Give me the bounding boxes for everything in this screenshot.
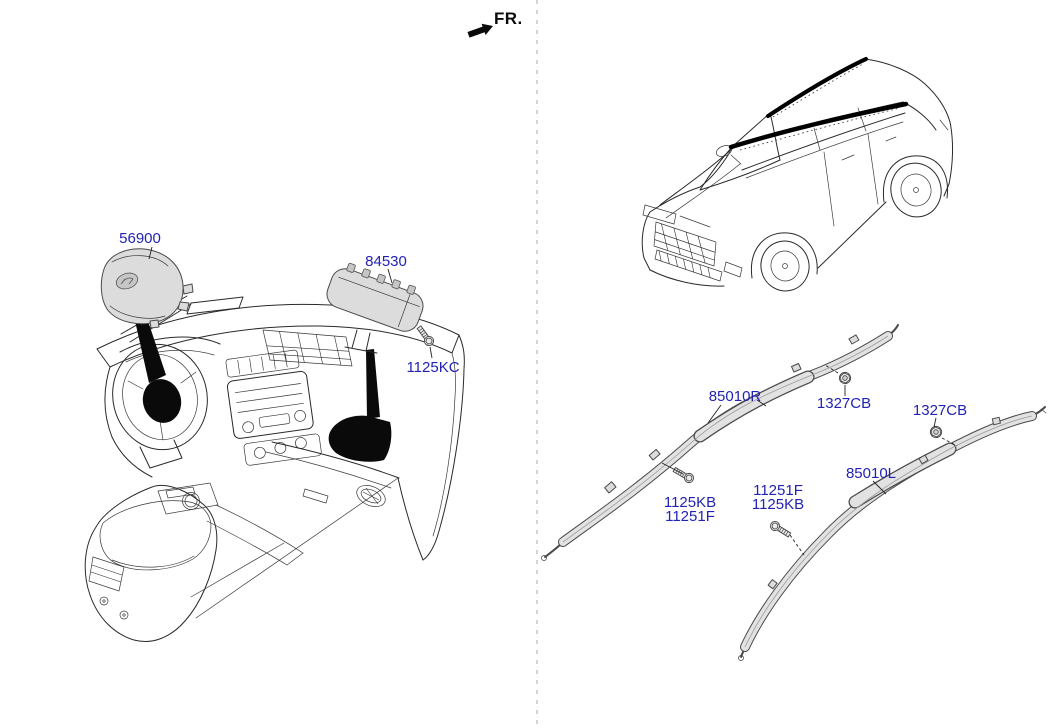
leader-85010r-tick xyxy=(756,399,767,407)
rear-wheel xyxy=(882,155,949,218)
passenger-airbag-leader-arrow xyxy=(366,349,380,419)
part-label-1327cb-front[interactable]: 1327CB xyxy=(817,395,871,412)
center-stack xyxy=(225,349,322,466)
leader-56900 xyxy=(148,246,153,260)
part-label-1125kc[interactable]: 1125KC xyxy=(406,359,459,376)
bolt-right-curtain-icon xyxy=(671,465,696,485)
hyundai-logo xyxy=(115,272,139,290)
driver-airbag-module xyxy=(100,248,194,329)
center-console xyxy=(84,482,304,642)
nut-1327cb-rear-icon xyxy=(928,424,944,440)
part-label-84530[interactable]: 84530 xyxy=(365,253,407,270)
curtain-airbag-left-assembly xyxy=(738,406,1047,661)
leader-84530 xyxy=(387,268,393,284)
fr-arrow-icon xyxy=(467,23,493,38)
bolt-1125kc-icon xyxy=(414,324,436,348)
leader-85010r xyxy=(707,404,722,424)
part-label-56900[interactable]: 56900 xyxy=(119,230,161,247)
front-skid-plate xyxy=(654,249,723,282)
driver-airbag-leader-arrow xyxy=(133,309,166,383)
speaker-grille xyxy=(262,329,353,367)
passenger-airbag-module xyxy=(326,262,424,354)
side-air-vent xyxy=(356,485,386,507)
vehicle-illustration xyxy=(641,57,953,292)
leader-1327cb-rear-dashed xyxy=(941,437,958,447)
part-label-1327cb-rear[interactable]: 1327CB xyxy=(913,402,967,419)
bolt-left-curtain-icon xyxy=(768,519,793,540)
leader-bolt-left-curtain-dashed xyxy=(789,534,805,556)
leader-1125kc xyxy=(429,346,433,359)
part-label-85010l[interactable]: 85010L xyxy=(846,465,896,482)
part-label-bolt-right-line1[interactable]: 1125KB xyxy=(664,494,716,511)
part-label-bolt-right-line2[interactable]: 11251F xyxy=(665,508,715,525)
fr-direction-indicator: FR. xyxy=(467,9,523,38)
fr-direction-label: FR. xyxy=(494,9,523,28)
leader-1327cb-rear xyxy=(933,417,937,428)
curtain-airbag-line-near xyxy=(728,101,909,150)
part-label-85010r[interactable]: 85010R xyxy=(709,388,762,405)
front-wheel xyxy=(750,232,818,292)
radio-unit xyxy=(226,370,314,439)
headlight xyxy=(642,204,711,228)
leader-bolt-right-curtain xyxy=(661,462,684,475)
dashboard-illustration xyxy=(84,295,465,642)
part-label-bolt-left-line2[interactable]: 1125KB xyxy=(752,496,804,513)
curtain-airbag-line-far xyxy=(766,57,868,118)
nut-1327cb-front-icon xyxy=(837,370,853,386)
leader-85010l xyxy=(872,480,887,495)
steering-hub-opening xyxy=(142,379,182,423)
passenger-airbag-opening xyxy=(328,415,392,462)
curtain-airbag-right-assembly xyxy=(541,324,899,561)
leader-1327cb-front-dashed xyxy=(824,364,839,374)
part-label-bolt-left-line1[interactable]: 11251F xyxy=(753,482,803,499)
